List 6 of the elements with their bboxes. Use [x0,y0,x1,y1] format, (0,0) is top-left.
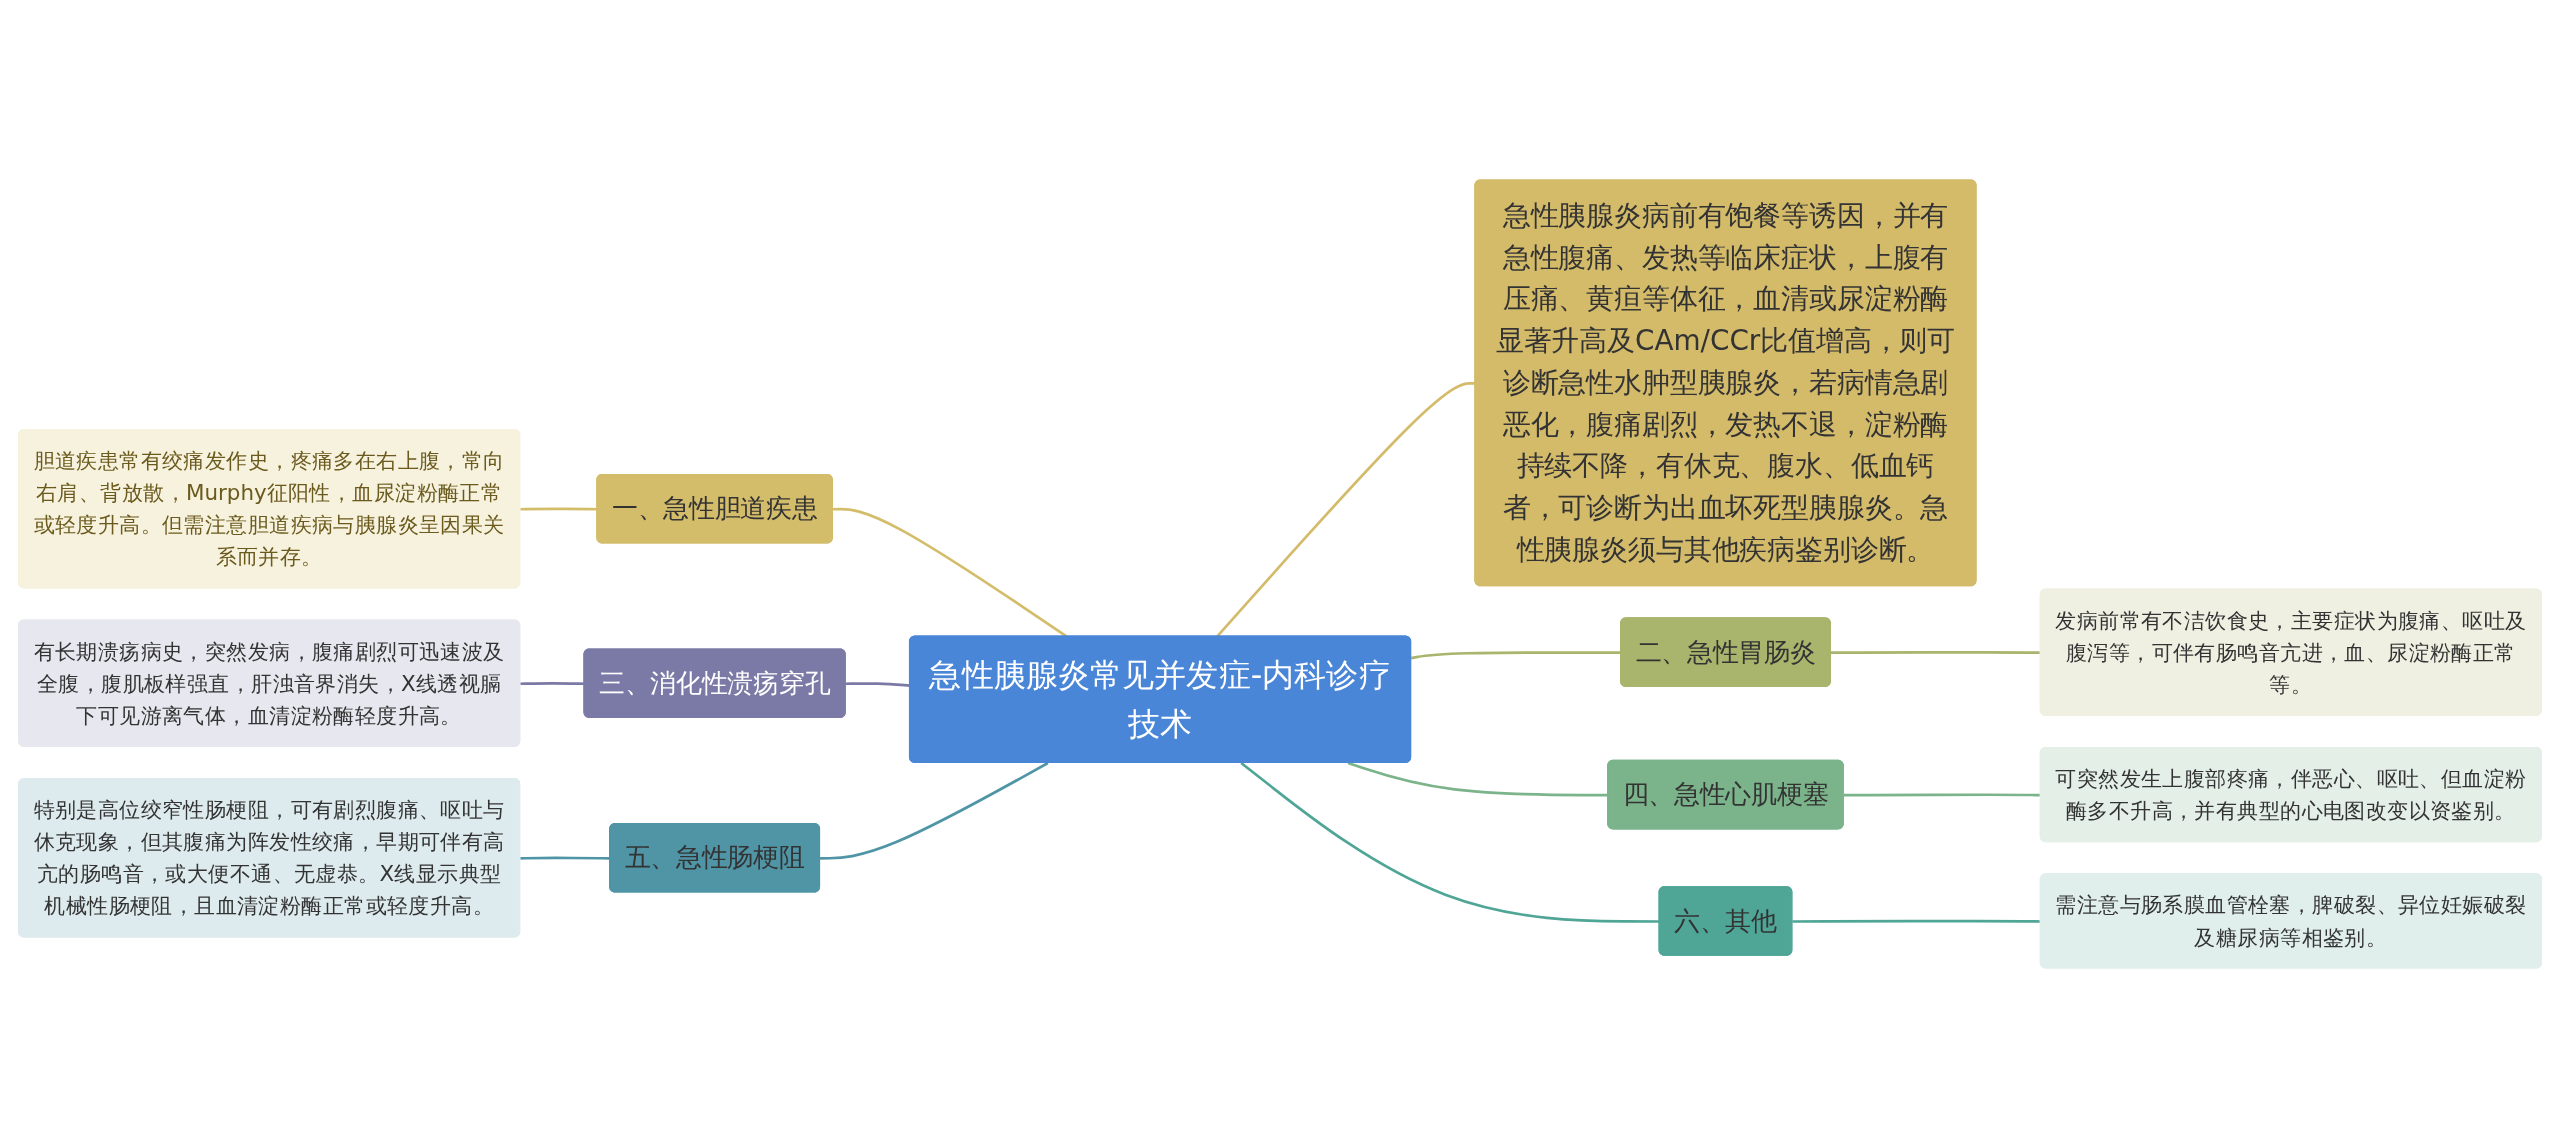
connector [1830,651,2041,655]
connector [1792,919,2041,923]
connector [1843,793,2041,797]
connector [832,507,1068,638]
connector [820,761,1049,860]
connector [1240,761,1660,923]
